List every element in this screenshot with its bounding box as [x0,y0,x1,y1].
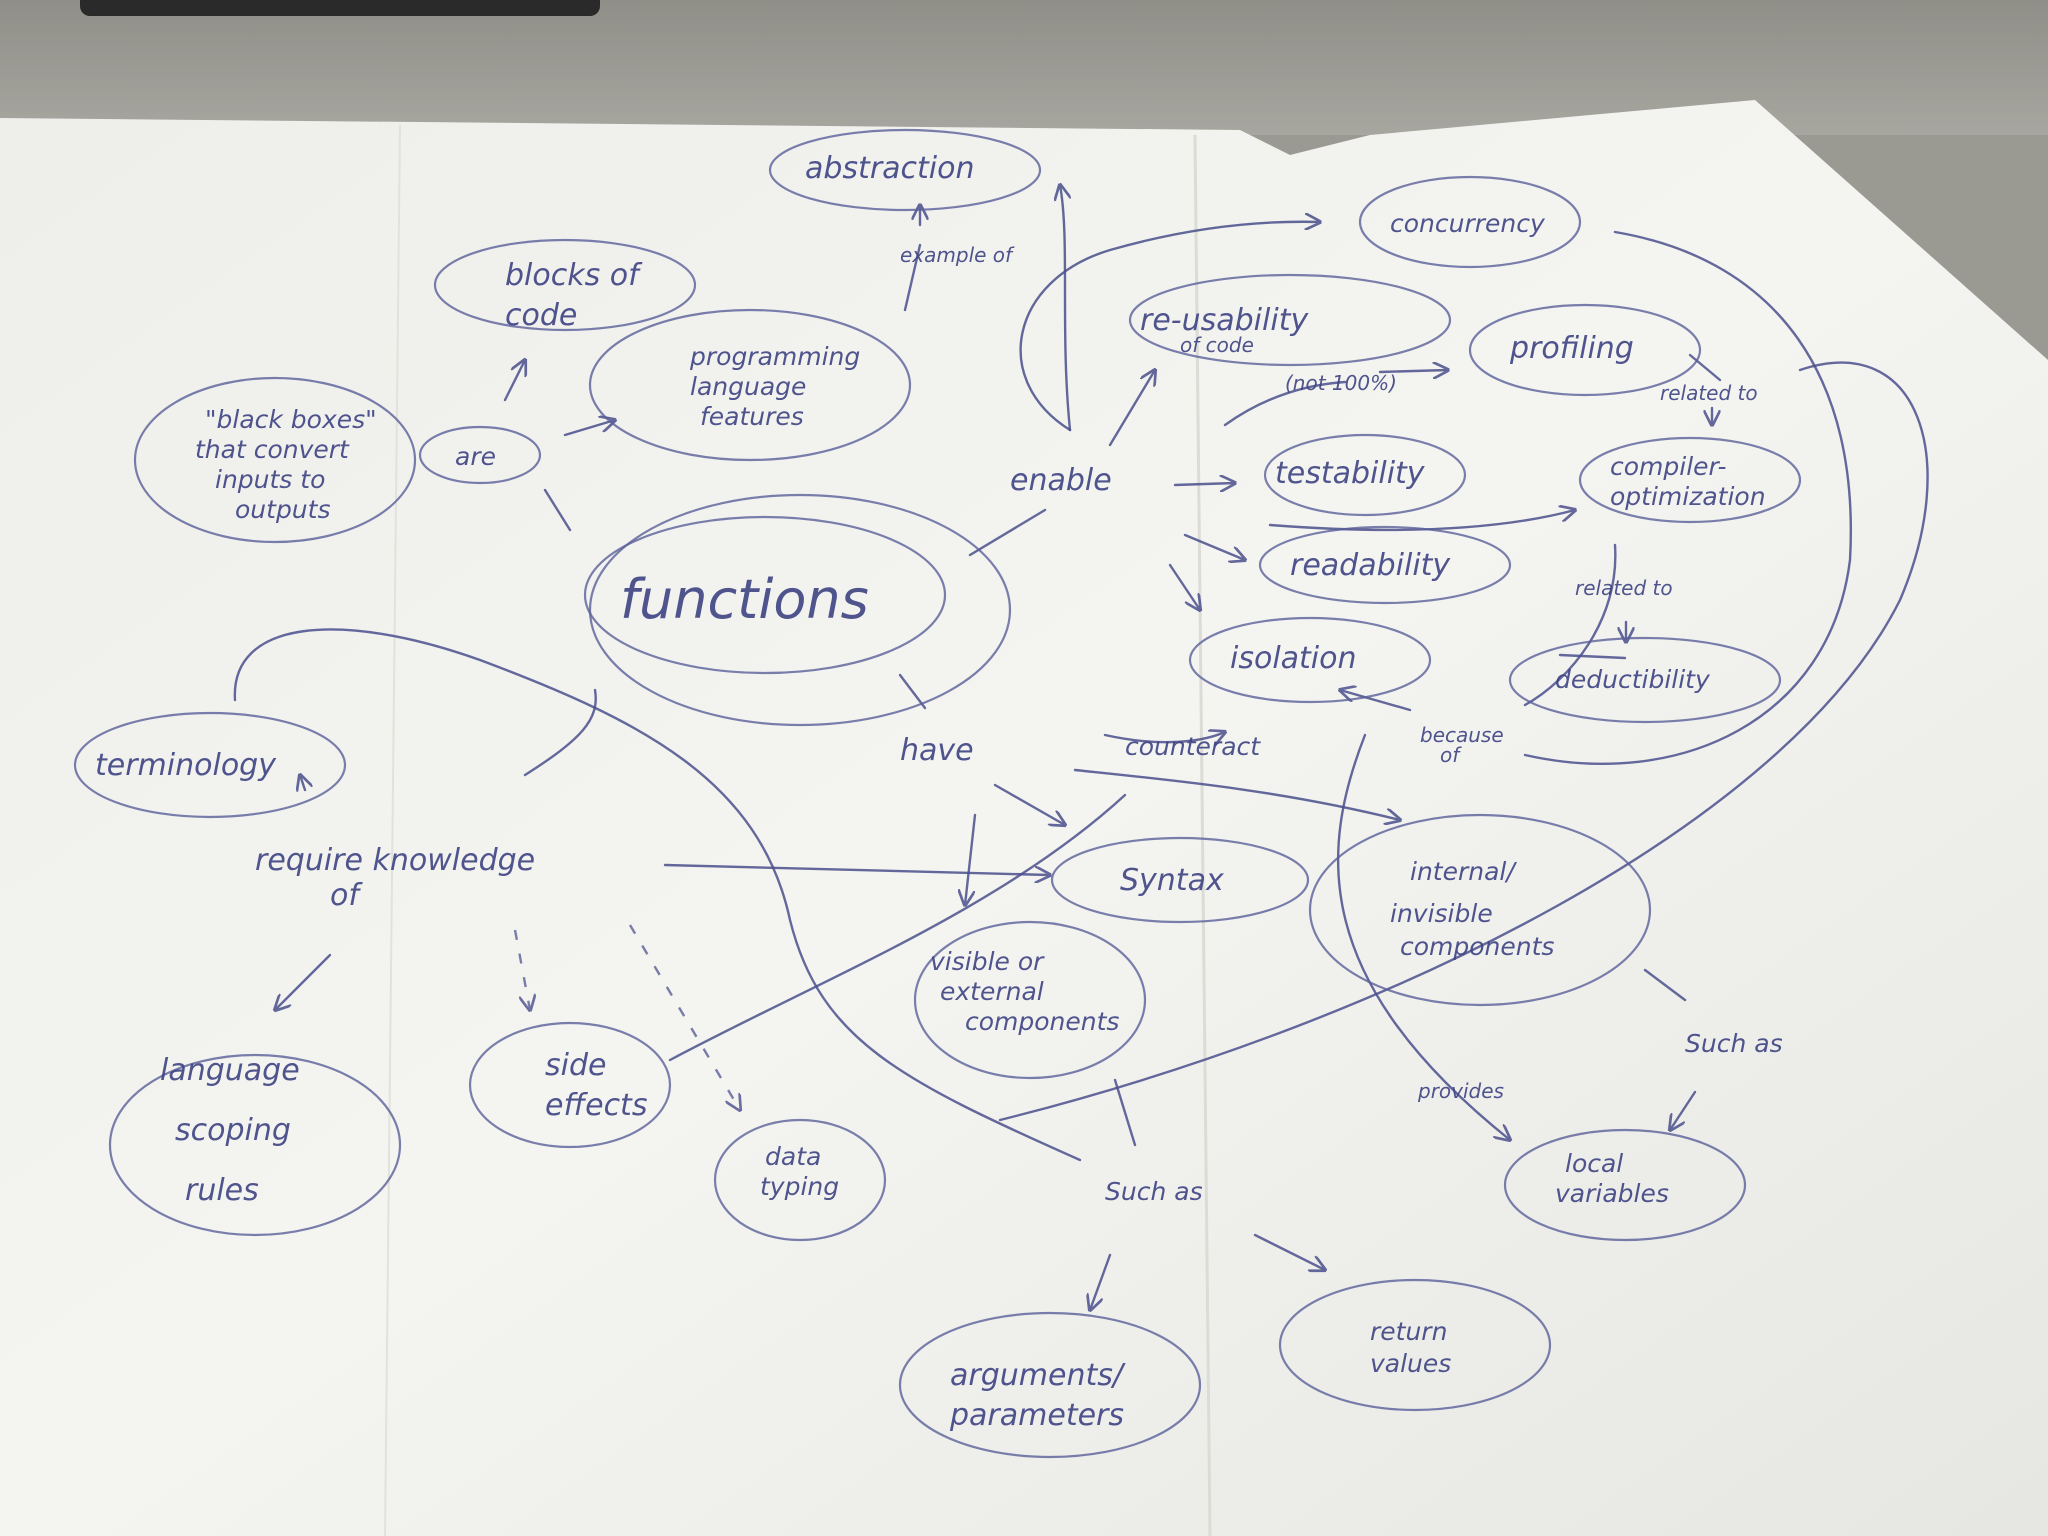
svg-text:language: language [690,372,806,401]
svg-text:data: data [765,1142,821,1171]
svg-text:arguments/: arguments/ [950,1358,1126,1393]
connector-lines [233,185,1929,1310]
svg-text:typing: typing [760,1172,839,1201]
svg-text:effects: effects [545,1088,647,1123]
svg-text:"black boxes": "black boxes" [205,405,377,434]
link-example-of: example of [900,243,1015,267]
node-readability: readability [1290,548,1451,583]
link-such-as-2: Such as [1685,1029,1783,1058]
node-syntax: Syntax [1120,863,1224,898]
node-arguments-parameters: arguments/ parameters [949,1358,1126,1433]
svg-text:compiler-: compiler- [1610,452,1726,481]
link-counteract: counteract [1125,732,1261,761]
svg-text:re-usability: re-usability [1140,303,1309,338]
svg-text:require knowledge: require knowledge [255,843,535,878]
svg-text:of: of [330,878,363,913]
svg-text:rules: rules [185,1173,259,1208]
svg-text:inputs to: inputs to [215,465,325,494]
svg-text:side: side [545,1048,606,1083]
svg-text:invisible: invisible [1390,899,1493,928]
svg-text:of code: of code [1180,333,1254,357]
svg-text:variables: variables [1555,1179,1669,1208]
link-not-100: (not 100%) [1285,371,1397,395]
svg-text:code: code [505,298,577,333]
svg-text:parameters: parameters [949,1398,1124,1433]
node-deductibility: deductibility [1555,665,1711,694]
svg-text:that convert: that convert [195,435,350,464]
link-such-as-1: Such as [1105,1177,1203,1206]
svg-text:language: language [160,1053,300,1088]
svg-text:outputs: outputs [235,495,330,524]
node-local-variables: local variables [1555,1149,1669,1208]
node-profiling: profiling [1509,331,1634,366]
node-blocks-of-code: blocks of code [505,258,643,333]
link-related-to-2: related to [1575,576,1673,600]
svg-text:local: local [1565,1149,1623,1178]
node-return-values: return values [1370,1317,1451,1378]
link-require-knowledge-of: require knowledge of [255,843,535,913]
svg-text:features: features [700,402,804,431]
svg-text:components: components [1400,932,1554,961]
svg-text:return: return [1370,1317,1447,1346]
node-side-effects: side effects [545,1048,647,1123]
svg-text:visible or: visible or [930,947,1045,976]
node-concurrency: concurrency [1390,209,1546,238]
link-enable: enable [1010,463,1112,498]
link-are: are [455,442,496,471]
svg-text:blocks of: blocks of [505,258,643,293]
node-programming-language-features: programming language features [689,342,860,431]
node-compiler-optimization: compiler- optimization [1610,452,1766,511]
node-internal-components: internal/ invisible components [1390,857,1554,961]
central-concept-label: functions [620,568,869,631]
svg-text:external: external [940,977,1044,1006]
svg-text:scoping: scoping [175,1113,291,1148]
svg-text:values: values [1370,1349,1451,1378]
link-have: have [900,733,974,768]
link-related-to-1: related to [1660,381,1758,405]
node-outlines [73,128,1802,1459]
node-visible-components: visible or external components [930,947,1119,1036]
svg-text:programming: programming [689,342,860,371]
svg-text:optimization: optimization [1610,482,1766,511]
svg-text:components: components [965,1007,1119,1036]
node-terminology: terminology [95,748,277,783]
node-abstraction: abstraction [805,151,975,186]
node-language-scoping-rules: language scoping rules [160,1053,300,1208]
svg-text:because: because [1420,723,1504,747]
node-reusability: re-usability of code [1140,303,1309,357]
desk-object [80,0,600,16]
node-data-typing: data typing [760,1142,839,1201]
link-because-of: because of [1420,723,1504,767]
node-testability: testability [1275,456,1426,491]
svg-text:internal/: internal/ [1410,857,1517,886]
svg-text:of: of [1440,743,1462,767]
node-isolation: isolation [1230,641,1357,676]
node-black-boxes: "black boxes" that convert inputs to out… [195,405,377,524]
link-provides: provides [1417,1079,1504,1103]
